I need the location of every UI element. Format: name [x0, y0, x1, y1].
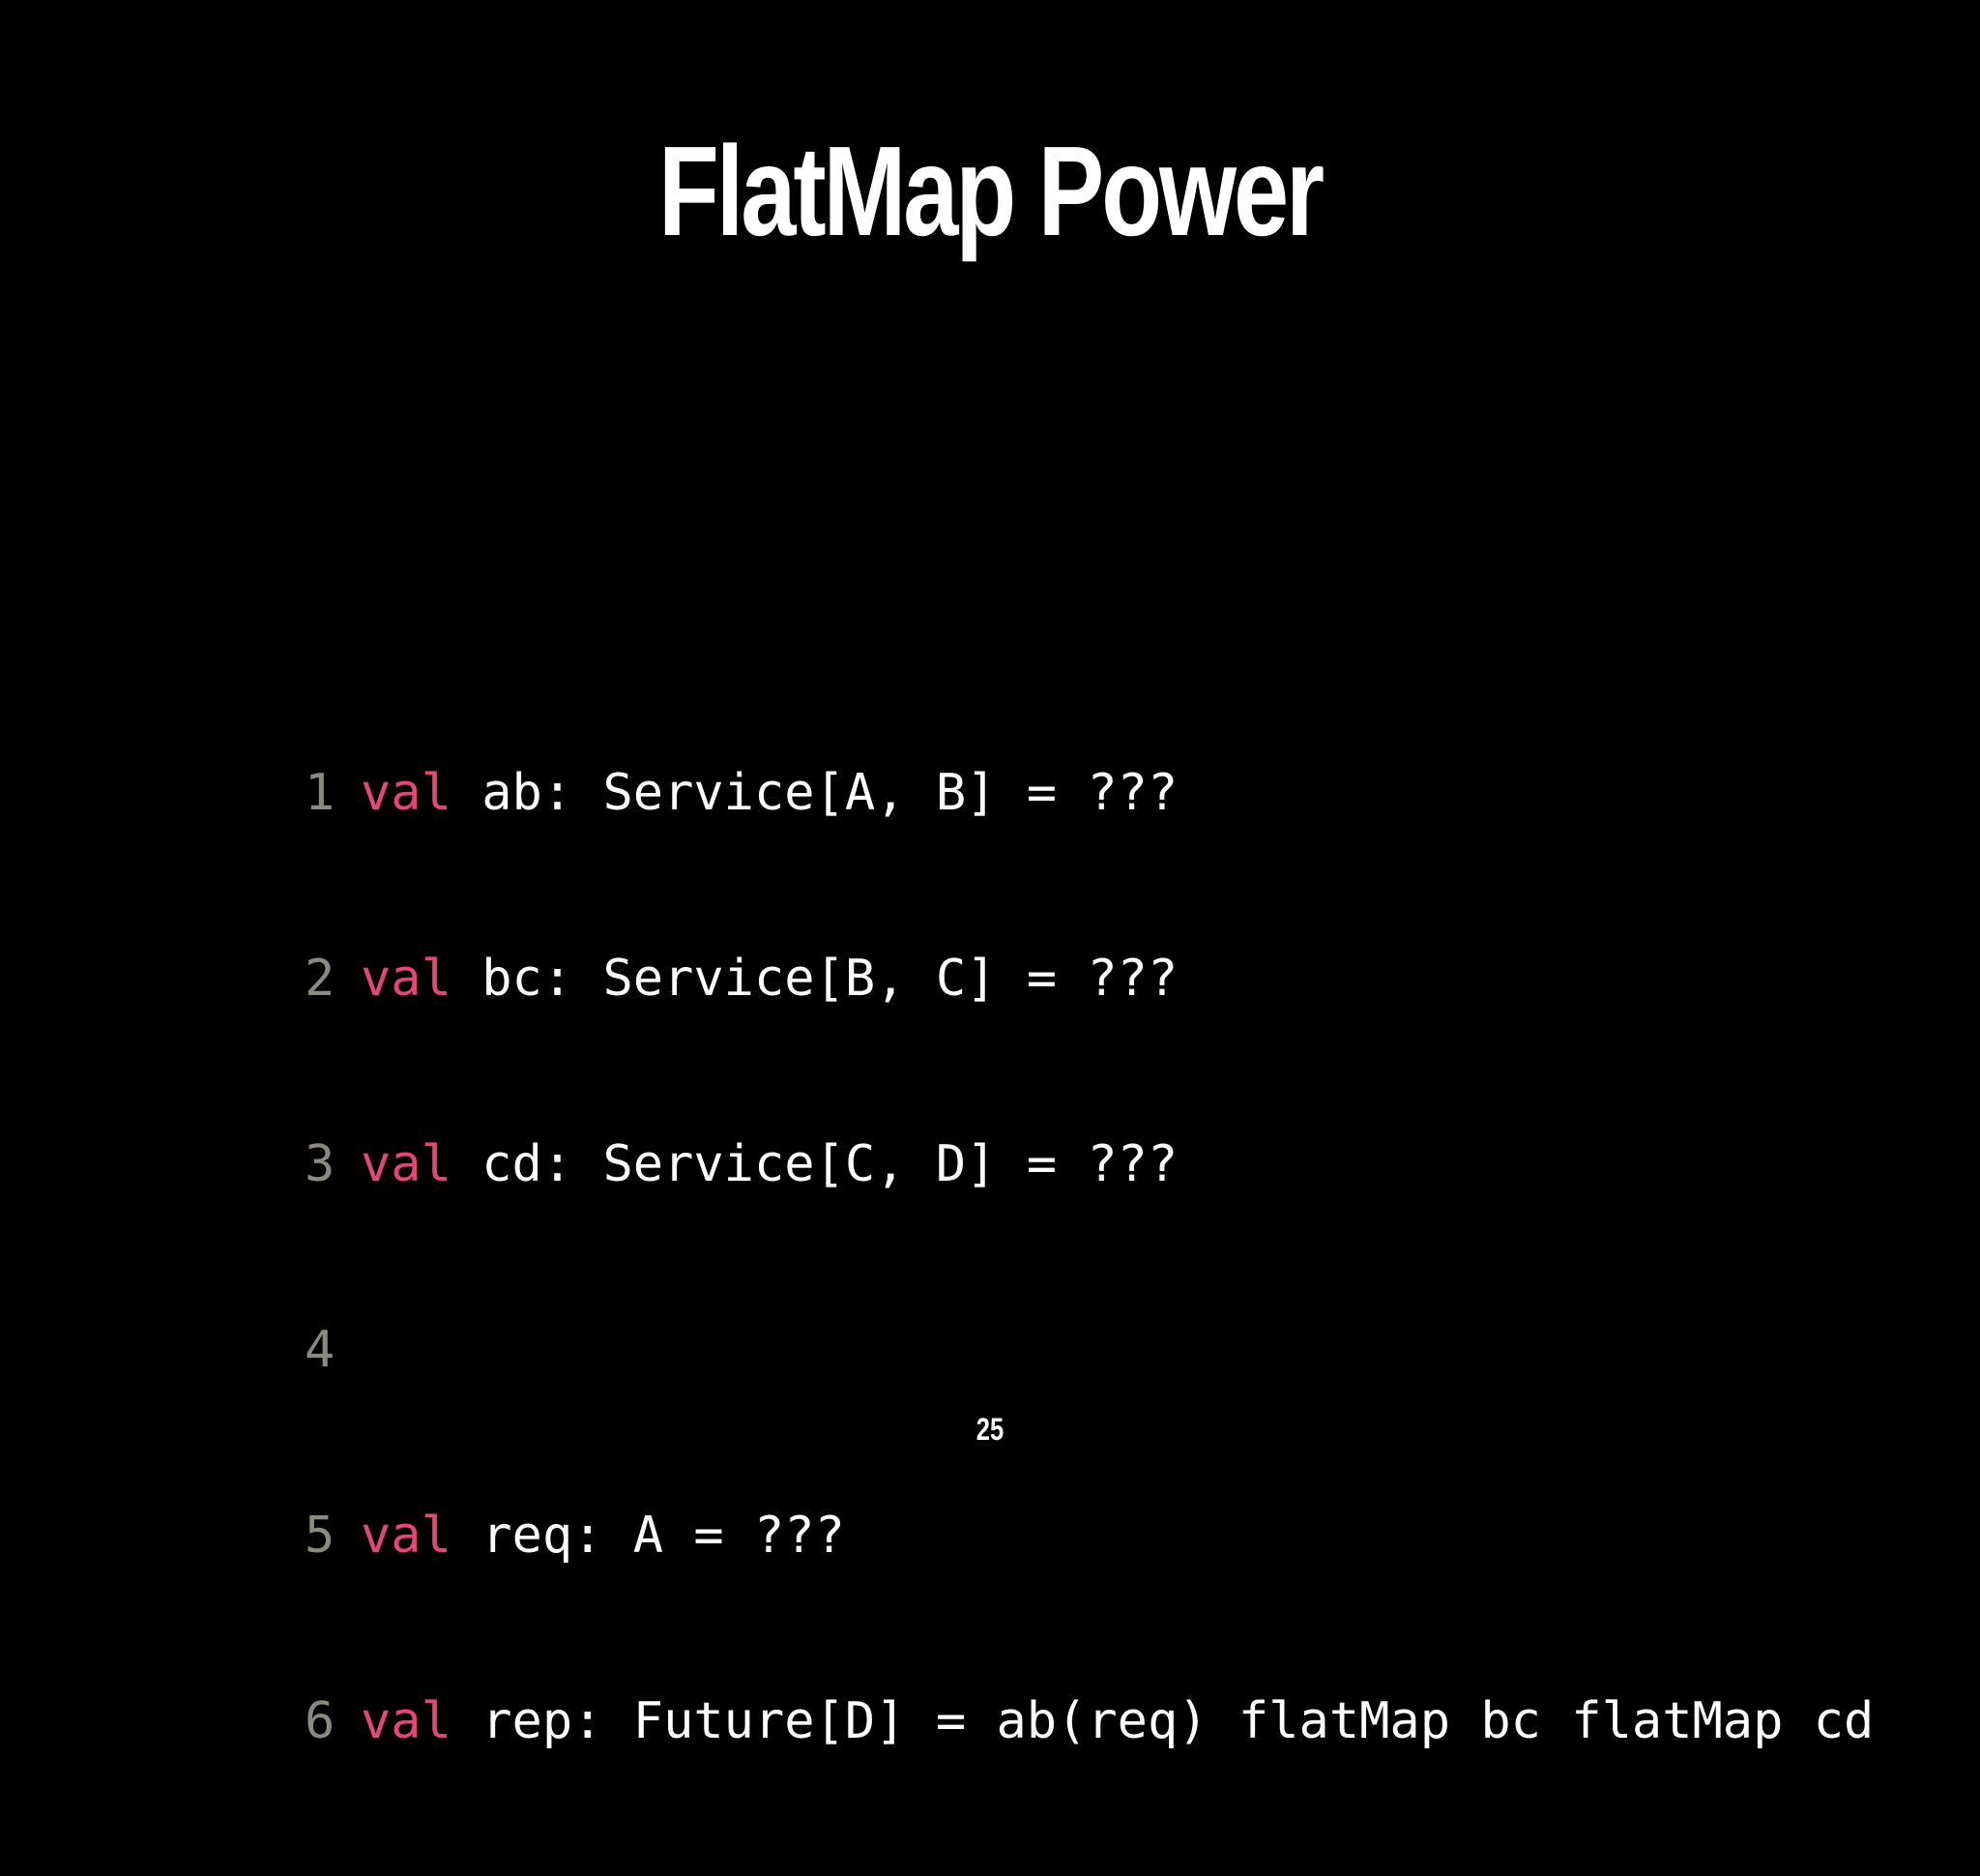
code-text: req: A = ???	[451, 1507, 845, 1565]
code-line: 3 val cd: Service[C, D] = ???	[305, 1133, 1874, 1195]
line-number: 3	[305, 1135, 335, 1193]
keyword: val	[361, 764, 451, 822]
keyword: val	[361, 950, 451, 1008]
code-block: 1 val ab: Service[A, B] = ??? 2 val bc: Se…	[305, 638, 1874, 1876]
slide-title: FlatMap Power	[657, 120, 1325, 262]
code-line: 4	[305, 1319, 1874, 1381]
code-text: rep: Future[D] = ab(req) flatMap bc flat…	[451, 1692, 1875, 1750]
page-number: 25	[975, 1412, 1005, 1447]
line-number: 1	[305, 764, 335, 822]
code-line: 2 val bc: Service[B, C] = ???	[305, 948, 1874, 1010]
code-line: 6 val rep: Future[D] = ab(req) flatMap bc…	[305, 1690, 1874, 1752]
line-number: 2	[305, 950, 335, 1008]
code-text: bc: Service[B, C] = ???	[451, 950, 1179, 1008]
line-number: 6	[305, 1692, 335, 1750]
keyword: val	[361, 1507, 451, 1565]
line-number: 4	[305, 1321, 335, 1379]
keyword: val	[361, 1692, 451, 1750]
code-text: cd: Service[C, D] = ???	[451, 1135, 1179, 1193]
line-number: 5	[305, 1507, 335, 1565]
code-text: ab: Service[A, B] = ???	[451, 764, 1179, 822]
keyword: val	[361, 1135, 451, 1193]
code-line: 1 val ab: Service[A, B] = ???	[305, 762, 1874, 824]
code-line: 5 val req: A = ???	[305, 1505, 1874, 1567]
